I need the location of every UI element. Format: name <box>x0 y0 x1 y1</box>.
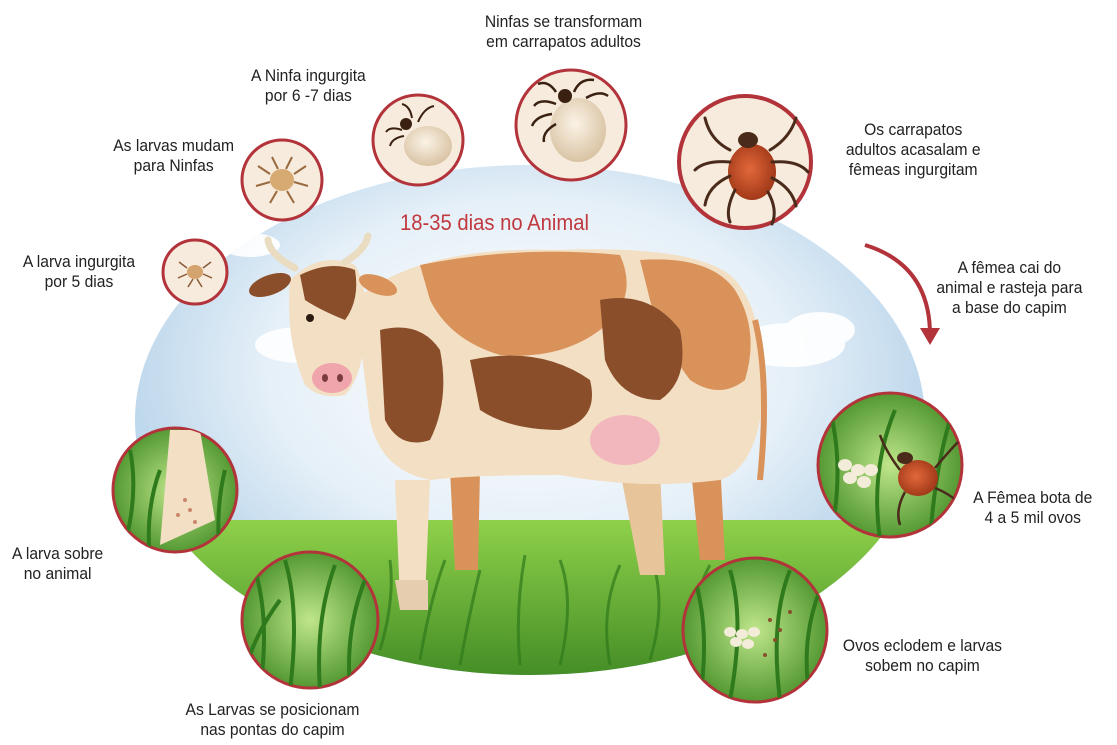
stage-circle-ovos-eclodem <box>683 558 827 702</box>
label-femea-bota: A Fêmea bota de 4 a 5 mil ovos <box>973 488 1092 528</box>
label-larva-ingurgita: A larva ingurgita por 5 dias <box>23 252 135 292</box>
stage-circle-adultos-acasalam <box>679 96 811 228</box>
stage-circle-femea-bota <box>818 393 965 540</box>
label-adultos-acasalam: Os carrapatos adultos acasalam e fêmeas … <box>846 120 981 180</box>
stage-circle-larvas-posicionam <box>240 552 378 690</box>
label-ninfa-ingurgita: A Ninfa ingurgita por 6 -7 dias <box>251 66 366 106</box>
label-larva-sobe: A larva sobre no animal <box>12 544 103 584</box>
label-ninfas-transformam: Ninfas se transformam em carrapatos adul… <box>485 12 642 52</box>
label-larvas-mudam: As larvas mudam para Ninfas <box>113 136 234 176</box>
stage-circle-ninfa-ingurgita <box>373 95 463 185</box>
stage-circle-larvas-mudam <box>242 140 322 220</box>
stage-circle-larva-ingurgita <box>163 240 227 304</box>
center-duration-label: 18-35 dias no Animal <box>400 210 589 236</box>
label-femea-cai: A fêmea cai do animal e rasteja para a b… <box>936 258 1082 318</box>
stage-circle-ninfas-transformam <box>516 70 626 180</box>
label-larvas-posicionam: As Larvas se posicionam nas pontas do ca… <box>186 700 360 740</box>
label-ovos-eclodem: Ovos eclodem e larvas sobem no capim <box>843 636 1002 676</box>
